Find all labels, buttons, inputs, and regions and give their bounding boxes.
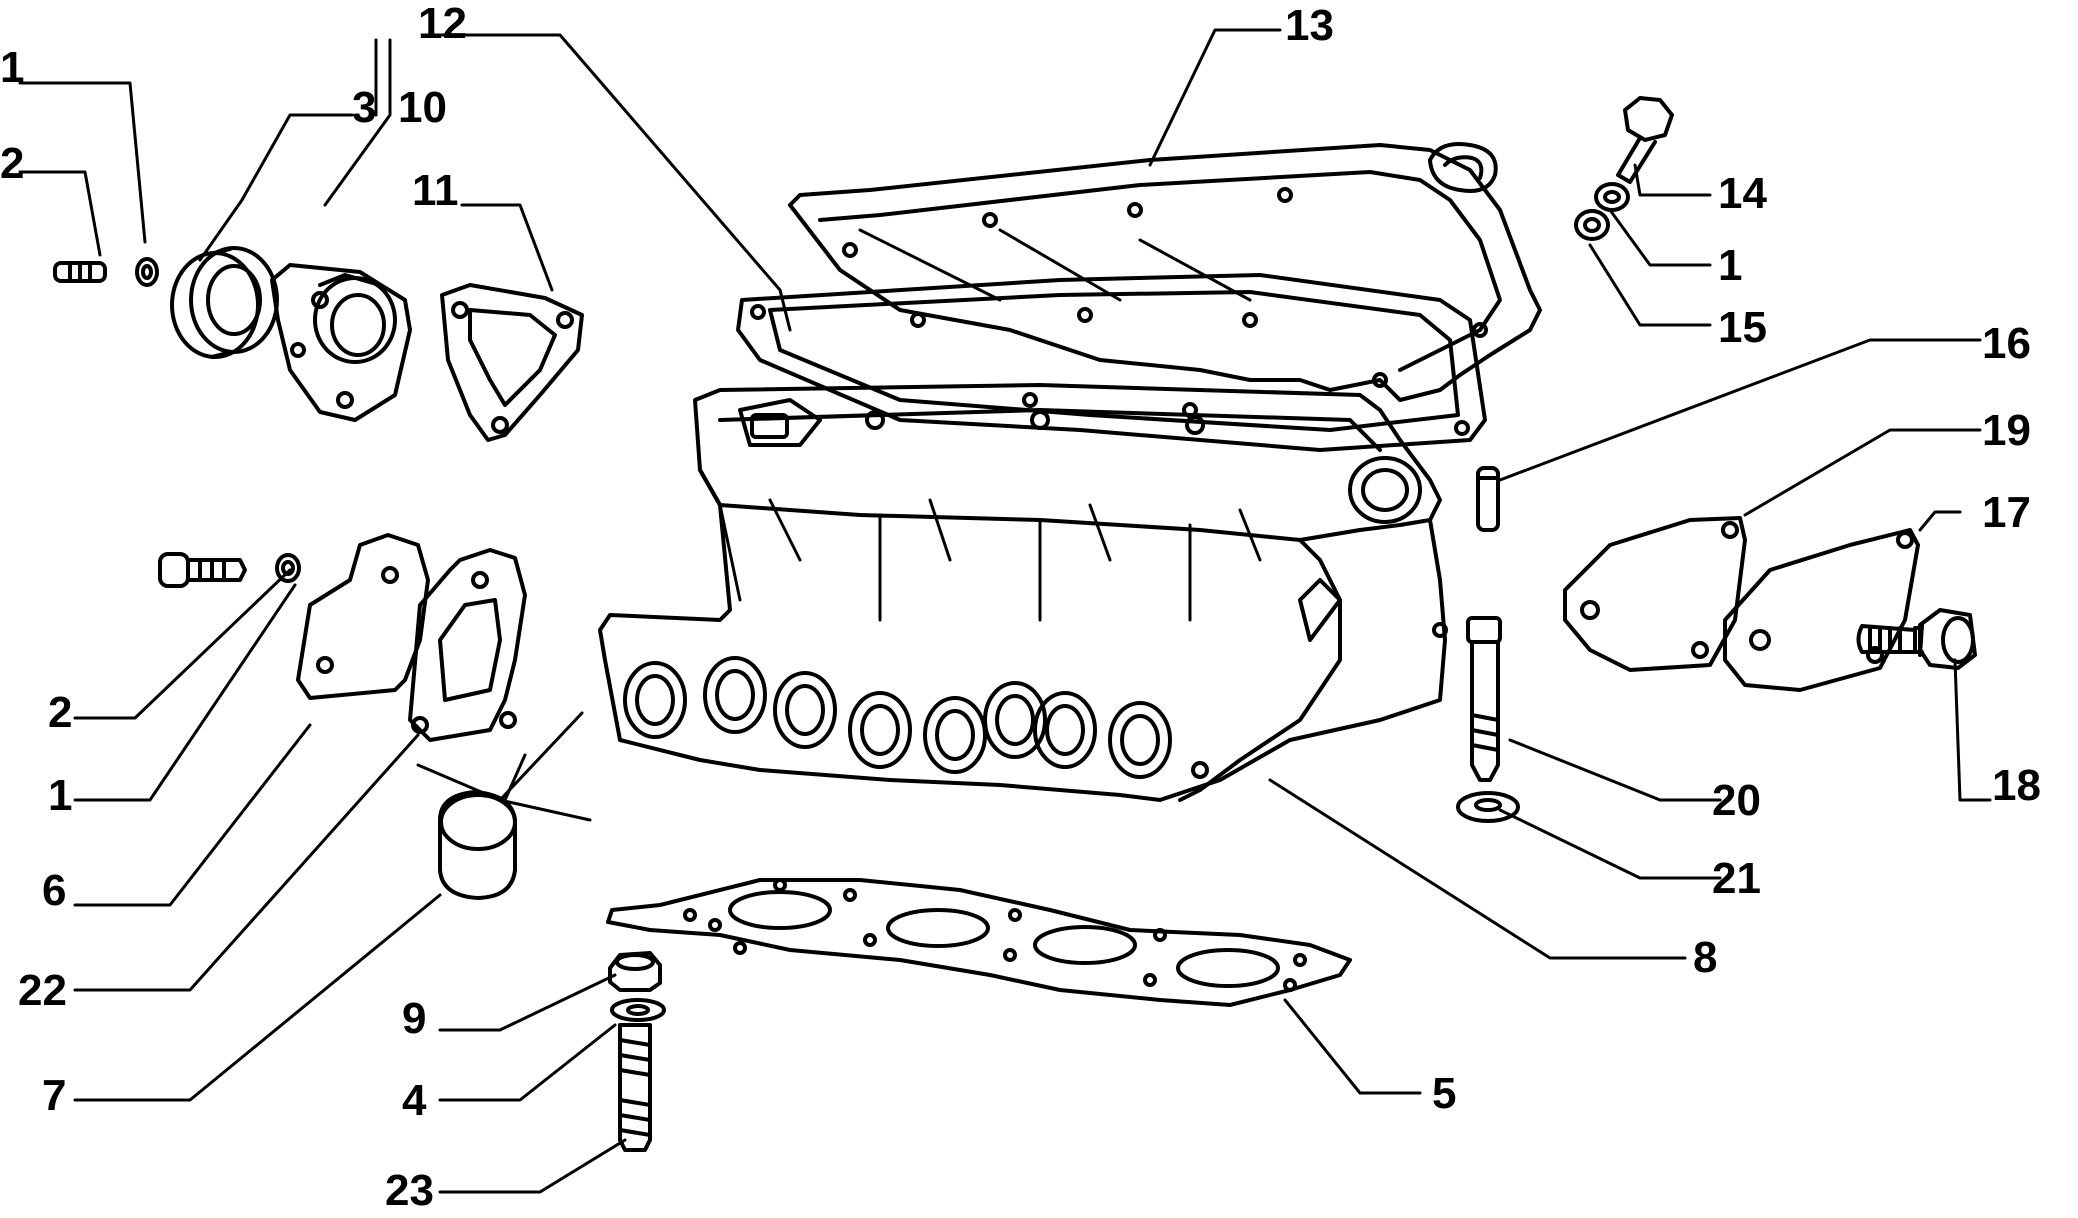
bolt-icon (1856, 608, 1977, 670)
washer-icon (1456, 791, 1520, 823)
callout-label: 12 (418, 0, 467, 48)
cover-gasket-icon (736, 273, 1487, 452)
nut-icon (608, 951, 662, 992)
gasket-icon (440, 283, 584, 442)
callout-label: 1 (0, 43, 24, 92)
washer-icon (1594, 182, 1630, 212)
gasket-plate-icon (296, 533, 430, 700)
callout-label: 1 (48, 771, 72, 820)
callout-label: 6 (42, 866, 66, 915)
callout-label: 7 (42, 1071, 66, 1120)
washer-icon (610, 998, 666, 1022)
callout-label: 11 (412, 166, 459, 215)
bolt-icon (1616, 96, 1674, 184)
oil-seal-icon (170, 246, 279, 359)
screw-icon (53, 261, 107, 283)
callout-label: 18 (1992, 761, 2041, 810)
callout-label: 8 (1693, 933, 1717, 982)
callout-label: 2 (0, 139, 24, 188)
callout-label: 3 (352, 83, 376, 132)
callout-label: 15 (1718, 303, 1767, 352)
washer-icon (135, 257, 159, 287)
callout-label: 19 (1982, 406, 2031, 455)
bolt-icon (1466, 616, 1502, 782)
screw-icon (158, 552, 247, 588)
flange-housing-icon (270, 263, 412, 422)
cap-plug-icon (438, 790, 517, 900)
callout-label: 2 (48, 688, 72, 737)
callout-label: 16 (1982, 319, 2031, 368)
callout-label: 5 (1432, 1069, 1456, 1118)
callout-label: 9 (402, 994, 426, 1043)
dowel-pin-icon (1476, 466, 1500, 532)
washer-icon (1574, 209, 1610, 241)
callout-label: 10 (398, 83, 447, 132)
head-gasket-icon (606, 878, 1352, 1007)
cover-plate-icon (1563, 516, 1747, 672)
callout-label: 20 (1712, 776, 1761, 825)
callout-label: 4 (402, 1076, 427, 1125)
callout-label: 23 (385, 1166, 434, 1213)
callout-label: 21 (1712, 854, 1761, 903)
cover-plate-icon (408, 548, 527, 742)
callout-labels: 1 2 3 10 11 12 13 14 1 15 16 19 17 18 20… (0, 0, 2041, 1215)
washer-icon (275, 553, 301, 583)
leader-lines (18, 28, 1992, 1194)
stud-bolt-icon (618, 1023, 652, 1152)
callout-label: 1 (1718, 241, 1742, 290)
cylinder-head-cover-icon (788, 142, 1542, 402)
callout-label: 22 (18, 966, 67, 1015)
callout-label: 14 (1718, 169, 1767, 218)
cylinder-head-icon (598, 383, 1448, 802)
callout-label: 13 (1285, 1, 1334, 50)
callout-label: 17 (1982, 488, 2031, 537)
cover-plate-icon (1723, 528, 1920, 692)
